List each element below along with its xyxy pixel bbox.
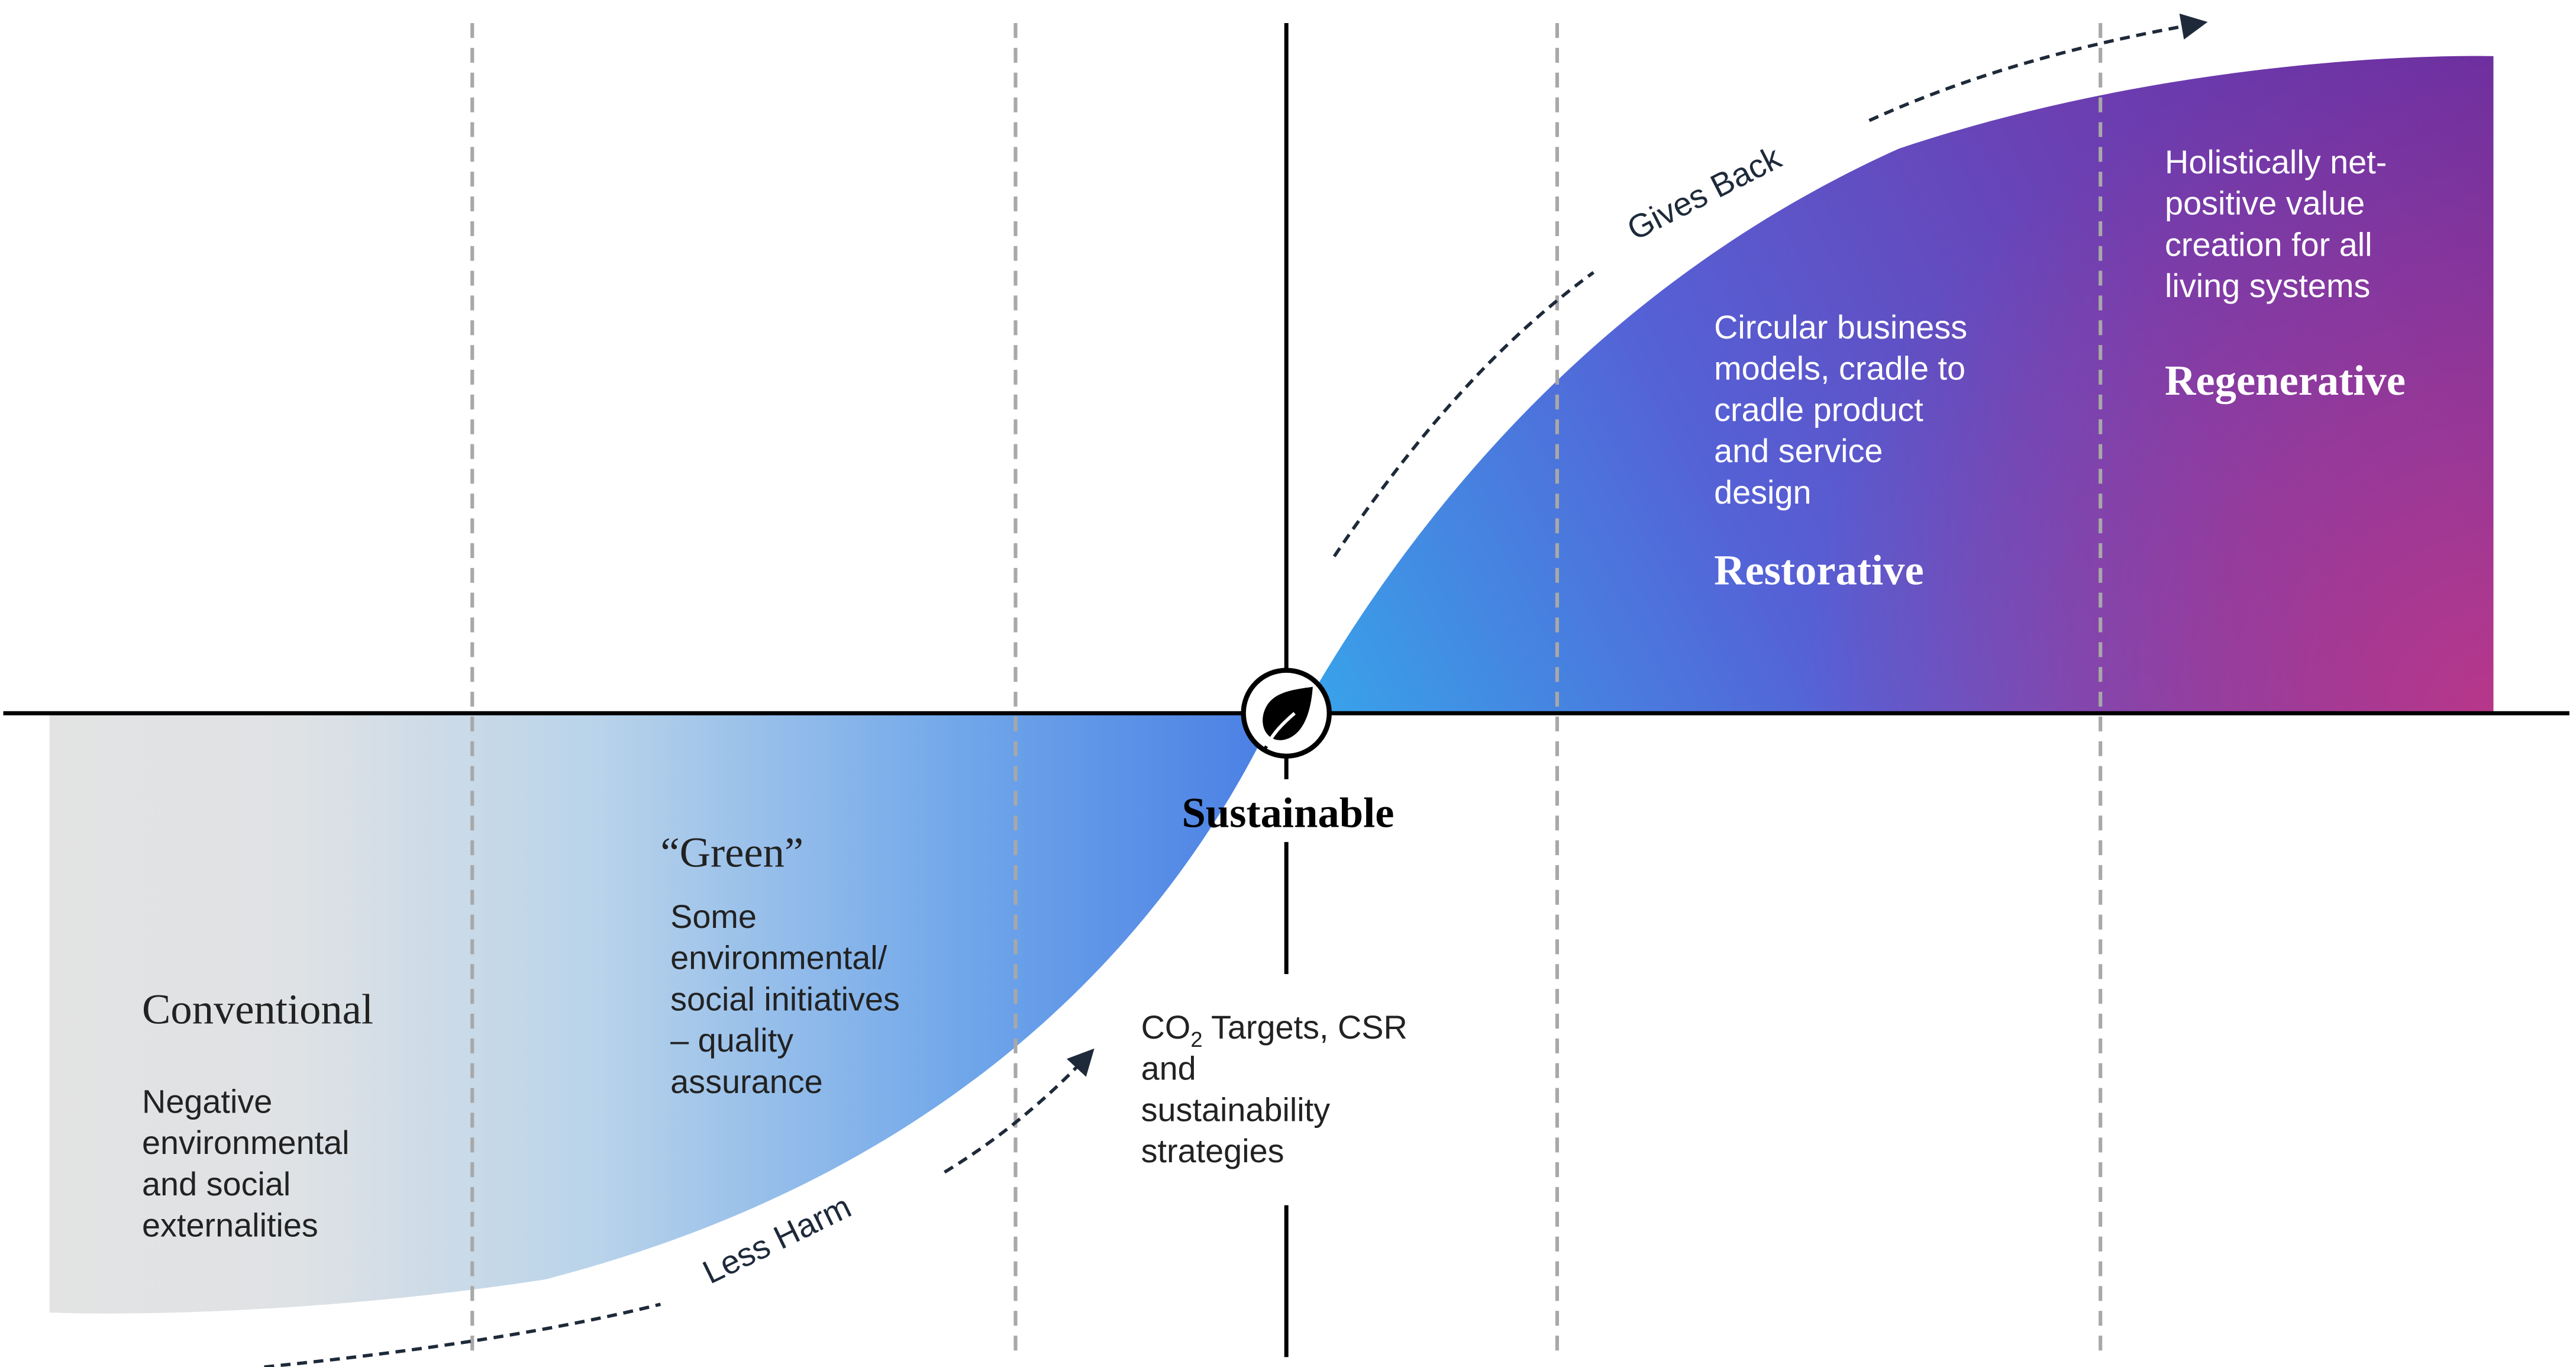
less-harm-arrow-head bbox=[944, 1048, 1095, 1174]
upper-curve-pink-tint bbox=[1301, 56, 2494, 714]
regenerative-title: Regenerative bbox=[2165, 356, 2406, 404]
restorative-title: Restorative bbox=[1714, 546, 1924, 594]
lower-curve-area bbox=[49, 713, 1275, 1314]
regenerative-description: Holistically net- positive value creatio… bbox=[2165, 143, 2396, 304]
green-description: Some environmental/ social initiatives –… bbox=[670, 898, 909, 1100]
leaf-icon bbox=[1241, 668, 1332, 759]
less-harm-arrow-tail bbox=[264, 1302, 661, 1367]
gives-back-arrow-tail bbox=[1332, 271, 1594, 557]
restorative-description: Circular business models, cradle to crad… bbox=[1714, 308, 1977, 511]
conventional-description: Negative environmental and social extern… bbox=[142, 1082, 359, 1243]
green-title: “Green” bbox=[660, 828, 803, 876]
gives-back-arrow-head bbox=[1868, 13, 2208, 122]
sustainable-title: Sustainable bbox=[1182, 789, 1394, 837]
conventional-title: Conventional bbox=[142, 985, 373, 1033]
sustainable-description: CO2 Targets, CSR and sustainability stra… bbox=[1141, 1008, 1417, 1169]
